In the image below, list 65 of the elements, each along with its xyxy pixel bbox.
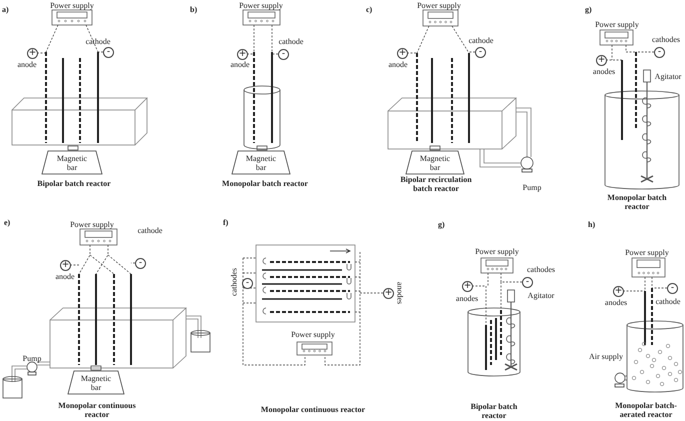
panel-letter: c) xyxy=(366,5,372,14)
panel-title: Bipolar batch reactor xyxy=(470,402,518,420)
part-label: cathodes xyxy=(230,268,238,296)
part-label: anodes xyxy=(604,298,628,307)
polarity-symbol: - xyxy=(242,278,253,289)
part-label: Power supply xyxy=(625,248,669,257)
part-label: Power supply xyxy=(595,20,639,29)
polarity-symbol: + xyxy=(596,55,607,66)
part-label: cathodes xyxy=(652,35,680,44)
panel-title: Monopolar batch reactor xyxy=(606,193,668,211)
panel-title: Monopolar continuous reactor xyxy=(260,405,366,414)
polarity-symbol: + xyxy=(383,288,394,299)
part-label: Magnetic bar xyxy=(418,154,452,172)
panel-letter: f) xyxy=(223,218,228,227)
polarity-symbol: + xyxy=(237,49,248,60)
part-label: anode xyxy=(388,60,408,69)
polarity-symbol: - xyxy=(103,47,114,58)
part-label: Magnetic bar xyxy=(56,154,88,172)
part-label: anodes xyxy=(456,294,478,303)
panel-letter: a) xyxy=(2,5,9,14)
polarity-symbol: - xyxy=(654,47,665,58)
part-label: anode xyxy=(17,60,37,69)
polarity-symbol: - xyxy=(278,49,289,60)
part-label: Power supply xyxy=(70,220,114,229)
part-label: cathode xyxy=(86,37,110,46)
part-label: Power supply xyxy=(291,330,335,339)
panel-title: Monopolar batch reactor xyxy=(222,179,308,188)
part-label: Magnetic bar xyxy=(244,154,278,172)
part-label: Air supply xyxy=(589,352,623,361)
part-label: anodes xyxy=(592,67,616,76)
panel-title: Bipolar batch reactor xyxy=(37,179,111,188)
part-label: anodes xyxy=(396,282,404,304)
part-label: Power supply xyxy=(475,247,519,256)
panel-letter: b) xyxy=(190,5,198,14)
part-label: cathodes xyxy=(527,265,555,274)
polarity-symbol: - xyxy=(135,258,146,269)
part-label: anode xyxy=(230,60,250,69)
part-label: cathode xyxy=(138,226,162,235)
part-label: Power supply xyxy=(50,1,94,10)
polarity-symbol: - xyxy=(475,47,486,58)
part-label: Pump xyxy=(522,183,542,192)
part-label: anode xyxy=(55,272,75,281)
part-label: Agitator xyxy=(654,72,682,81)
part-label: Agitator xyxy=(528,291,554,300)
part-label: cathode xyxy=(468,36,494,45)
panel-letter: e) xyxy=(4,218,10,227)
part-label: Power supply xyxy=(417,1,461,10)
part-label: Pump xyxy=(22,354,42,363)
polarity-symbol: + xyxy=(27,48,38,59)
polarity-symbol: + xyxy=(613,286,624,297)
part-label: cathode xyxy=(278,37,304,46)
panel-letter: h) xyxy=(588,220,596,229)
panel-title: Monopolar batch-aerated reactor xyxy=(614,401,678,419)
part-label: Magnetic bar xyxy=(80,374,112,392)
polarity-symbol: + xyxy=(397,48,408,59)
panel-title: Monopolar continuous reactor xyxy=(57,401,137,419)
polarity-symbol: + xyxy=(60,260,71,271)
part-label: Power supply xyxy=(239,1,283,10)
panel-letter: g) xyxy=(585,5,592,14)
polarity-symbol: - xyxy=(667,283,678,294)
polarity-symbol: - xyxy=(522,277,533,288)
polarity-symbol: + xyxy=(462,281,473,292)
panel-letter: g) xyxy=(438,220,445,229)
part-label: cathode xyxy=(656,297,680,306)
panel-title: Bipolar recirculation batch reactor xyxy=(399,175,473,193)
